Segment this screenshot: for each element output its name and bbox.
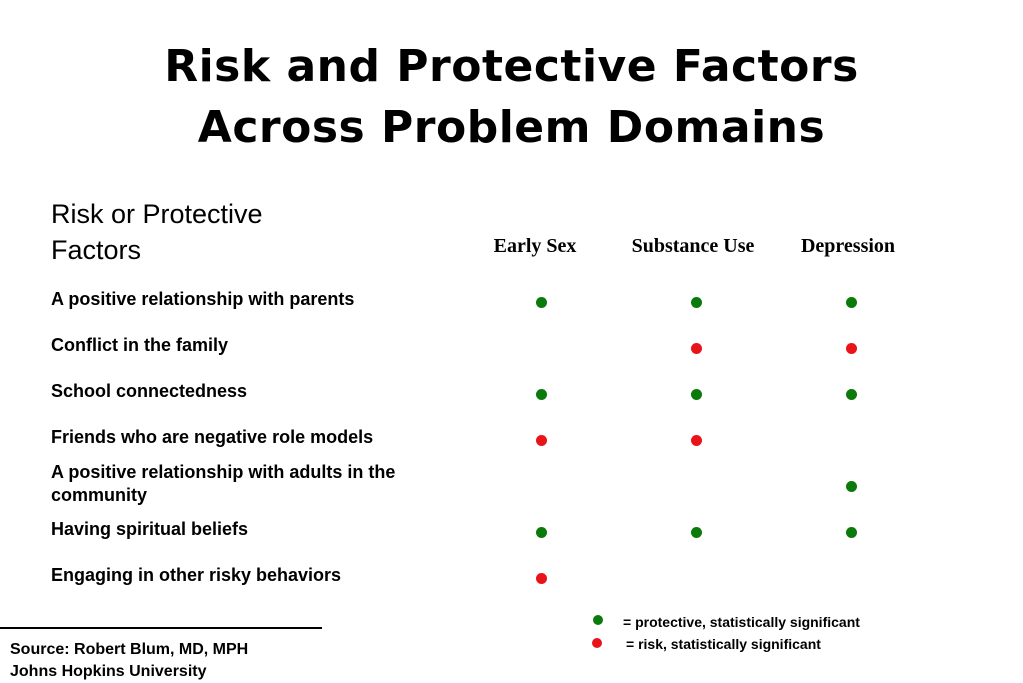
column-header-depression: Depression: [800, 235, 896, 257]
protective-indicator-dot: [690, 526, 702, 538]
source-line2: Johns Hopkins University: [10, 663, 207, 680]
protective-indicator-dot: [690, 296, 702, 308]
risk-indicator-dot: [535, 434, 547, 446]
risk-indicator-dot: [690, 342, 702, 354]
protective-indicator-dot: [535, 296, 547, 308]
row-label-spiritual: Having spiritual beliefs: [51, 519, 249, 539]
protective-indicator-dot: [845, 388, 857, 400]
risk-indicator-dot: [845, 342, 857, 354]
row-label-friends: Friends who are negative role models: [51, 427, 374, 447]
legend-protective-dot: [593, 615, 603, 625]
column-header-early-sex: Early Sex: [493, 235, 577, 257]
protective-indicator-dot: [535, 388, 547, 400]
row-label-family-conflict: Conflict in the family: [51, 335, 229, 355]
risk-indicator-dot: [690, 434, 702, 446]
slide-title-line1: Risk and Protective Factors: [164, 41, 859, 92]
protective-indicator-dot: [690, 388, 702, 400]
row-label-risky-behaviors: Engaging in other risky behaviors: [51, 565, 342, 585]
protective-indicator-dot: [535, 526, 547, 538]
source-citation: Source: Robert Blum, MD, MPH Johns Hopki…: [10, 639, 248, 683]
factor-column-header: Risk or Protective Factors: [51, 196, 263, 268]
legend-protective-text: = protective, statistically significant: [623, 614, 860, 630]
slide-title: Risk and Protective Factors Across Probl…: [0, 36, 1023, 158]
column-header-substance-use: Substance Use: [631, 235, 755, 257]
row-label-community-adults: A positive relationship with adults in t…: [51, 462, 396, 505]
legend-risk-text: = risk, statistically significant: [626, 636, 821, 652]
protective-indicator-dot: [845, 480, 857, 492]
protective-indicator-dot: [845, 296, 857, 308]
factor-header-line2: Factors: [51, 235, 142, 265]
risk-indicator-dot: [535, 572, 547, 584]
slide-title-line2: Across Problem Domains: [197, 102, 826, 153]
factor-header-line1: Risk or Protective: [51, 199, 263, 229]
legend-risk-dot: [592, 638, 602, 648]
row-label-parents: A positive relationship with parents: [51, 289, 355, 309]
source-divider: [0, 627, 322, 629]
protective-indicator-dot: [845, 526, 857, 538]
source-line1: Source: Robert Blum, MD, MPH: [10, 641, 249, 658]
row-label-school: School connectedness: [51, 381, 248, 401]
